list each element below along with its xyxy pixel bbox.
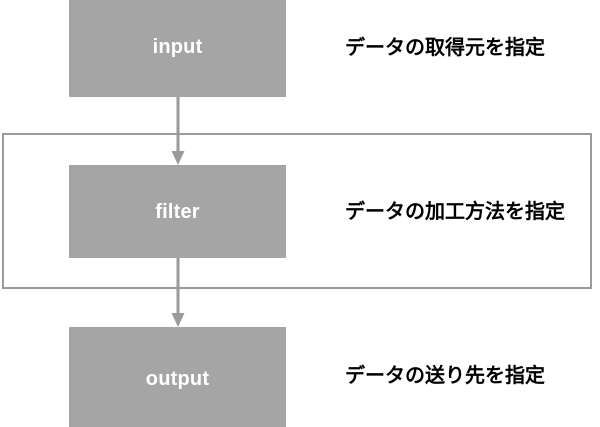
caption-output: データの送り先を指定	[345, 365, 545, 387]
stage-box-input[interactable]: input	[69, 0, 286, 97]
stage-box-output[interactable]: output	[69, 327, 286, 427]
stage-label-filter: filter	[155, 200, 200, 223]
stage-label-output: output	[145, 368, 210, 390]
caption-input: データの取得元を指定	[345, 37, 545, 59]
caption-filter: データの加工方法を指定	[345, 201, 565, 223]
stage-box-filter[interactable]: filter	[69, 165, 286, 258]
stage-label-input: input	[152, 35, 203, 58]
arrow-filter-to-output	[170, 258, 186, 327]
filter-group-frame	[2, 133, 592, 289]
arrow-input-to-filter	[170, 97, 186, 165]
